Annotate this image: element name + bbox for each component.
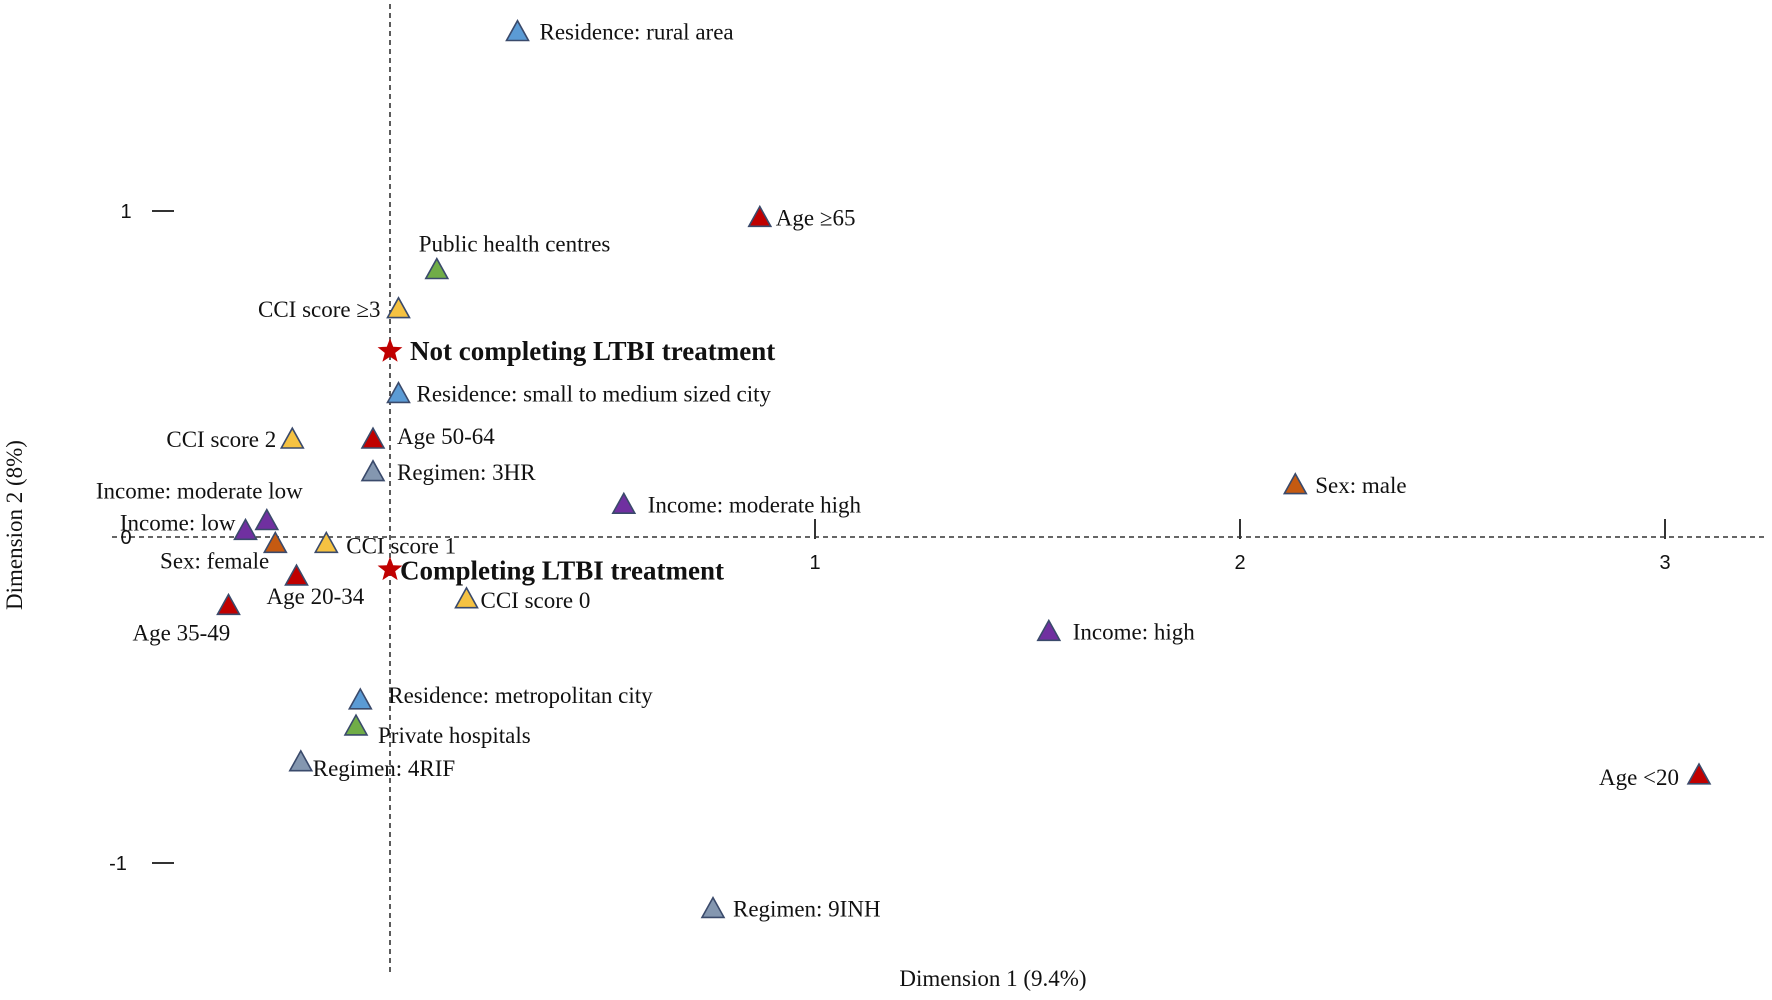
point-label: Income: low	[120, 510, 236, 535]
x-tick-label: 2	[1234, 552, 1245, 574]
point-label: Public health centres	[419, 232, 611, 257]
income-triangle-marker	[611, 491, 637, 515]
residence-triangle-marker	[386, 380, 411, 404]
point-label: CCI score ≥3	[258, 297, 381, 322]
data-points	[216, 19, 1712, 919]
axes: 1 2 3 1 0 -1	[109, 4, 1768, 973]
point-label: Sex: female	[160, 549, 269, 574]
sex-triangle-marker	[262, 530, 288, 554]
point-label: CCI score 2	[166, 427, 276, 452]
regimen-triangle-marker	[288, 749, 314, 772]
point-label: Regimen: 3HR	[397, 460, 536, 485]
age-triangle-marker	[284, 563, 309, 586]
age-triangle-marker	[360, 426, 386, 449]
x-tick-label: 3	[1659, 552, 1670, 574]
age-triangle-marker	[216, 592, 241, 616]
point-label: Regimen: 4RIF	[313, 756, 455, 781]
outcome-star-marker	[377, 556, 403, 581]
point-label: Age <20	[1599, 765, 1679, 790]
point-label: Age 50-64	[397, 424, 495, 449]
point-label: Private hospitals	[378, 723, 531, 748]
cci-triangle-marker	[279, 426, 305, 449]
cci-triangle-marker	[386, 296, 411, 319]
residence-triangle-marker	[505, 19, 530, 42]
point-label: Age 20-34	[267, 584, 365, 609]
point-label: Completing LTBI treatment	[400, 556, 724, 586]
facility-triangle-marker	[343, 713, 369, 736]
x-tick-label: 1	[809, 552, 820, 574]
y-axis-title: Dimension 2 (8%)	[2, 440, 27, 610]
cci-triangle-marker	[454, 586, 479, 609]
point-label: Residence: metropolitan city	[388, 683, 653, 708]
x-axis-title: Dimension 1 (9.4%)	[899, 966, 1086, 991]
point-label: Regimen: 9INH	[733, 897, 881, 922]
income-triangle-marker	[233, 517, 258, 541]
regimen-triangle-marker	[700, 895, 726, 919]
point-label: CCI score 1	[346, 534, 456, 559]
residence-triangle-marker	[347, 687, 373, 710]
y-tick-label: -1	[109, 853, 127, 875]
point-label: CCI score 0	[481, 588, 591, 613]
age-triangle-marker	[747, 204, 773, 228]
point-label: Residence: small to medium sized city	[417, 382, 772, 407]
outcome-star-marker	[377, 338, 403, 362]
point-label: Income: moderate high	[648, 492, 862, 517]
y-tick-label: 1	[120, 201, 131, 223]
point-label: Income: moderate low	[96, 479, 303, 504]
point-label: Not completing LTBI treatment	[410, 336, 775, 366]
income-triangle-marker	[1036, 618, 1062, 642]
point-label: Residence: rural area	[540, 20, 734, 45]
facility-triangle-marker	[424, 257, 450, 280]
y-tick-label: 0	[120, 527, 131, 549]
sex-triangle-marker	[1282, 472, 1308, 495]
point-label: Age ≥65	[776, 206, 856, 231]
age-triangle-marker	[1686, 762, 1712, 785]
cci-triangle-marker	[313, 530, 339, 554]
point-label: Sex: male	[1315, 473, 1406, 498]
point-label: Age 35-49	[133, 620, 231, 645]
regimen-triangle-marker	[360, 459, 386, 482]
income-triangle-marker	[254, 508, 280, 531]
point-label: Income: high	[1073, 620, 1195, 645]
